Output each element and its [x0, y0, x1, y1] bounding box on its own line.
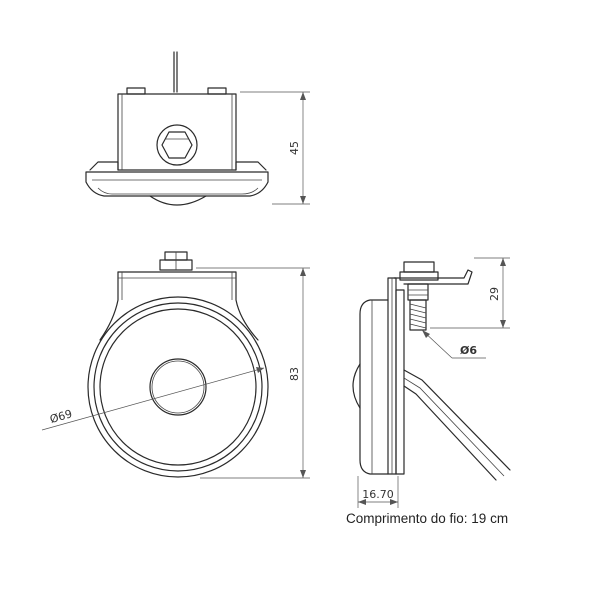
dim-diameter-69-label: Ø69	[48, 407, 73, 426]
dim-45-label: 45	[288, 141, 301, 155]
dim-45: 45	[240, 91, 310, 205]
dim-83-label: 83	[288, 367, 301, 381]
dim-16-70: 16.70	[357, 476, 399, 508]
dim-diameter-69: Ø69	[41, 367, 265, 431]
top-view	[85, 51, 269, 206]
dim-29-label: 29	[488, 287, 501, 301]
dim-29: 29	[430, 257, 510, 329]
front-view	[87, 251, 269, 478]
dim-83: 83	[196, 267, 310, 479]
side-view	[352, 261, 511, 481]
dim-diameter-6: Ø6	[421, 329, 486, 359]
wire-length-caption: Comprimento do fio: 19 cm	[346, 511, 508, 526]
dim-diameter-6-label: Ø6	[460, 344, 477, 357]
dim-16-70-label: 16.70	[362, 488, 394, 501]
